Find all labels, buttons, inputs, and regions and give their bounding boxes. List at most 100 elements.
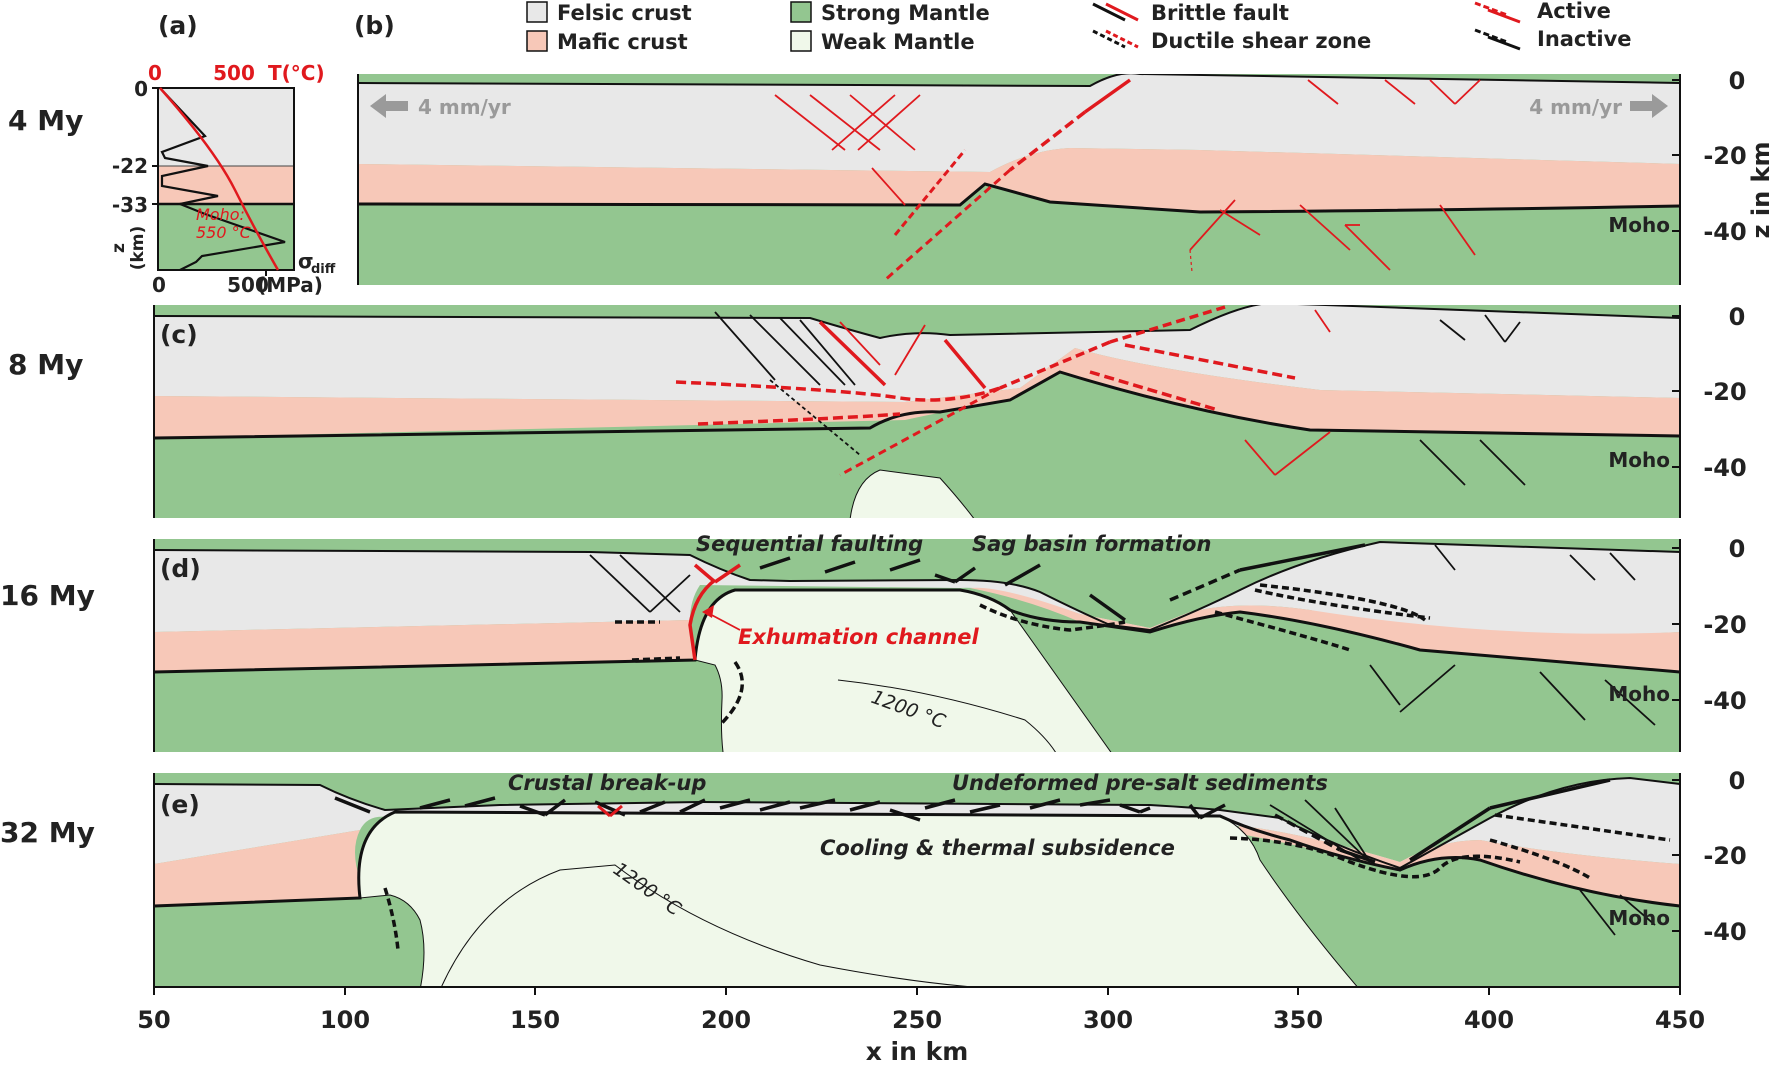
- panel-label-e: (e): [160, 790, 200, 819]
- e-moho-line: [154, 810, 1680, 908]
- right-z-axes: [1672, 79, 1680, 932]
- c-moho-line: [154, 370, 1680, 440]
- inset-moho-note-1: Moho:: [196, 205, 245, 224]
- e-z-tick-0: 0: [1729, 767, 1746, 795]
- inset-z-tick-33: -33: [112, 193, 148, 217]
- d-z-tick-20: -20: [1703, 611, 1746, 639]
- d-moho-line: [154, 588, 1680, 674]
- c-inactive-faults: [714, 311, 1526, 486]
- d-z-tick-0: 0: [1729, 535, 1746, 563]
- x-tick-450: 450: [1655, 1006, 1705, 1034]
- x-axis-tick-labels: 50 100 150 200 250 300 350 400 450: [137, 1006, 1705, 1034]
- age-label-e: 32 My: [0, 816, 95, 849]
- panel-c: (c) Moho: [153, 305, 1681, 518]
- d-active-faults: [688, 563, 741, 661]
- panel-label-a: (a): [158, 11, 198, 40]
- x-tick-50: 50: [137, 1006, 170, 1034]
- active-symbol: [1474, 1, 1521, 24]
- e-isotherm-1200: [440, 864, 980, 987]
- b-moho-label: Moho: [1608, 213, 1670, 237]
- panel-b: (b): [354, 11, 1681, 285]
- b-right-velocity-label: 4 mm/yr: [1529, 95, 1622, 119]
- e-crustal-breakup-label: Crustal break-up: [508, 771, 706, 795]
- legend-mafic-label: Mafic crust: [557, 30, 688, 54]
- age-label-d: 16 My: [0, 579, 95, 612]
- b-active-faults: [774, 78, 1481, 282]
- e-z-tick-20: -20: [1703, 842, 1746, 870]
- strength-envelope-line: [159, 87, 286, 271]
- inset-moho-note-2: 550 °C: [196, 223, 252, 242]
- legend-felsic-label: Felsic crust: [557, 1, 692, 25]
- x-tick-250: 250: [892, 1006, 942, 1034]
- inset-stress-unit: (MPa): [257, 273, 323, 297]
- legend-inactive-label: Inactive: [1537, 27, 1632, 51]
- inset-z-label: z: [109, 243, 129, 253]
- inset-temp-label: T(°C): [268, 61, 325, 85]
- x-axis-title: x in km: [866, 1037, 969, 1066]
- brittle-fault-symbol: [1092, 2, 1139, 22]
- d-moho-label: Moho: [1608, 682, 1670, 706]
- inset-stress-tick-0: 0: [152, 273, 166, 297]
- e-inactive-bold-faults: [334, 778, 1671, 951]
- b-left-velocity-arrow: [370, 94, 408, 118]
- inset-z-tick-22: -22: [112, 154, 148, 178]
- e-cooling-label: Cooling & thermal subsidence: [820, 836, 1175, 860]
- legend-ductile-label: Ductile shear zone: [1151, 29, 1371, 53]
- x-tick-100: 100: [320, 1006, 370, 1034]
- inset-z-unit: (km): [128, 226, 148, 271]
- c-z-tick-0: 0: [1729, 303, 1746, 331]
- right-z-tick-labels: 0 -20 -40 0 -20 -40 0 -20 -40 0 -20 -40: [1703, 67, 1746, 946]
- z-axis-title: z in km: [1747, 142, 1775, 239]
- strong-mantle-swatch: [790, 1, 812, 23]
- legend-active-label: Active: [1537, 0, 1611, 23]
- inset-strength-profile: (a) 0 500 T(°C) 0 -22 -33 Moho: 550 °C 0…: [109, 11, 336, 297]
- inset-stress-tick-500: 500: [227, 273, 269, 297]
- e-active-fault: [597, 804, 623, 818]
- x-axis-ticks: [153, 987, 1681, 995]
- mafic-crust-swatch: [526, 30, 548, 52]
- d-inactive-bold-faults: [615, 543, 1431, 727]
- age-label-c: 8 My: [8, 348, 83, 381]
- e-z-tick-40: -40: [1703, 918, 1746, 946]
- x-tick-300: 300: [1083, 1006, 1133, 1034]
- d-exhumation-channel-label: Exhumation channel: [738, 625, 979, 649]
- e-moho-label: Moho: [1608, 906, 1670, 930]
- inset-stress-symbol: σ: [298, 249, 314, 273]
- legend-brittle-label: Brittle fault: [1151, 1, 1289, 25]
- b-left-velocity-label: 4 mm/yr: [418, 95, 511, 119]
- c-moho-label: Moho: [1608, 448, 1670, 472]
- c-active-faults: [675, 305, 1331, 477]
- panel-label-b: (b): [354, 11, 395, 40]
- c-z-tick-40: -40: [1703, 454, 1746, 482]
- panel-label-d: (d): [160, 554, 201, 583]
- age-label-b: 4 My: [8, 104, 83, 137]
- b-z-tick-0: 0: [1729, 67, 1746, 95]
- inset-z-tick-0: 0: [134, 77, 148, 101]
- d-isotherm-1200: [837, 679, 1056, 752]
- b-z-tick-40: -40: [1703, 218, 1746, 246]
- b-right-velocity-arrow: [1630, 94, 1668, 118]
- ductile-shear-symbol: [1092, 29, 1139, 49]
- d-z-tick-40: -40: [1703, 687, 1746, 715]
- b-felsic-crust: [358, 74, 1680, 172]
- panel-label-c: (c): [160, 320, 198, 349]
- legend-strong-mantle-label: Strong Mantle: [821, 1, 990, 25]
- panel-e: (e) Crustal break-up Undeformed pre-salt…: [153, 771, 1681, 988]
- b-mafic-crust: [358, 148, 1680, 212]
- felsic-crust-swatch: [526, 1, 548, 23]
- b-z-tick-20: -20: [1703, 142, 1746, 170]
- e-inactive-faults: [1269, 799, 1656, 936]
- legend: Felsic crust Mafic crust Strong Mantle W…: [526, 0, 1632, 54]
- inactive-symbol: [1474, 28, 1521, 51]
- geotherm-line: [159, 87, 280, 271]
- inset-felsic-layer: [158, 88, 294, 166]
- x-tick-400: 400: [1464, 1006, 1514, 1034]
- d-sequential-faulting-label: Sequential faulting: [696, 532, 923, 556]
- d-inactive-faults: [589, 544, 1656, 726]
- inset-stress-sub: diff: [311, 262, 336, 277]
- weak-mantle-swatch: [790, 30, 812, 52]
- inset-temp-tick-0: 0: [148, 61, 162, 85]
- inset-temp-tick-500: 500: [213, 61, 255, 85]
- legend-weak-mantle-label: Weak Mantle: [821, 30, 975, 54]
